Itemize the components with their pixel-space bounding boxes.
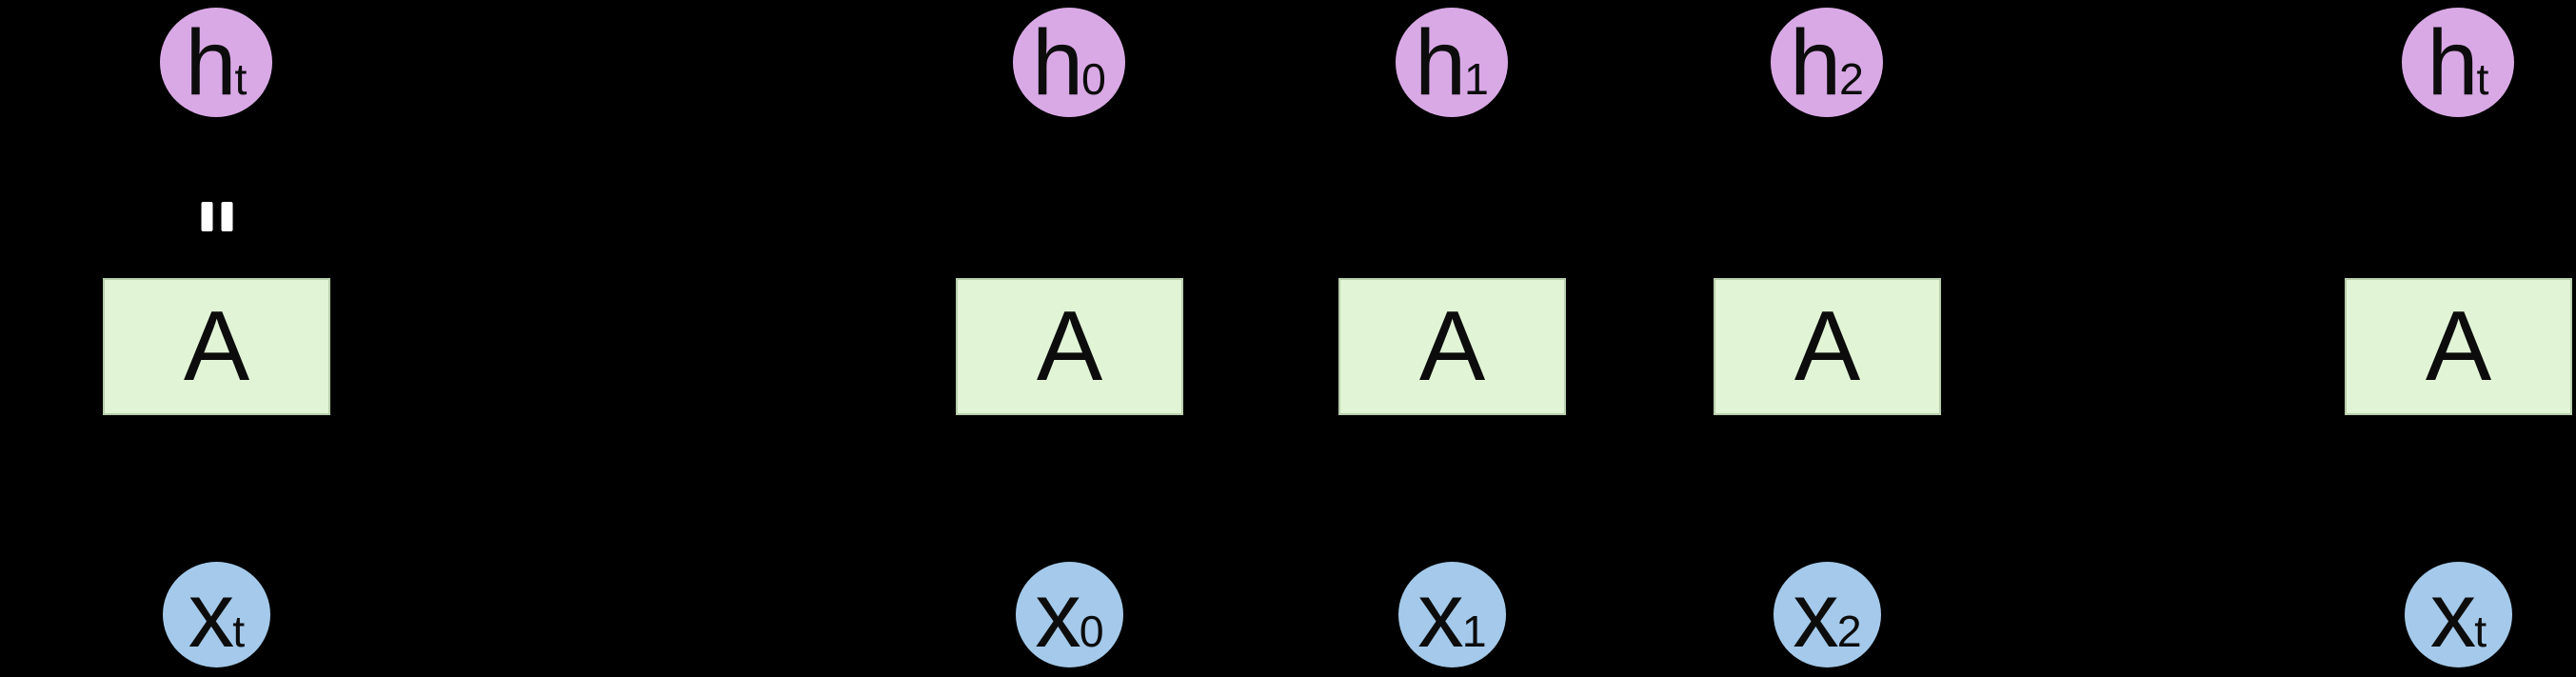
diagram-column-step-2: h2 A x2 bbox=[1714, 0, 1941, 677]
hidden-state-node: h2 bbox=[1771, 8, 1883, 117]
cell-box: A bbox=[956, 278, 1183, 415]
input-label: xt bbox=[188, 563, 246, 667]
hidden-state-label: ht bbox=[2427, 10, 2489, 114]
cell-box: A bbox=[2345, 278, 2572, 415]
input-node: xt bbox=[163, 562, 270, 667]
equals-bar bbox=[221, 202, 232, 231]
input-label: x0 bbox=[1035, 563, 1104, 667]
input-label: x1 bbox=[1417, 563, 1487, 667]
hidden-state-node: ht bbox=[160, 8, 272, 117]
diagram-column-recurrent: ht A xt bbox=[103, 0, 330, 677]
input-node: xt bbox=[2405, 562, 2512, 667]
diagram-column-step-0: h0 A x0 bbox=[956, 0, 1183, 677]
cell-label: A bbox=[1793, 291, 1861, 402]
equals-icon bbox=[201, 202, 232, 231]
diagram-column-step-1: h1 A x1 bbox=[1338, 0, 1566, 677]
hidden-state-label: h0 bbox=[1032, 10, 1106, 114]
cell-label: A bbox=[2425, 291, 2492, 402]
equals-bar bbox=[201, 202, 212, 231]
hidden-state-node: ht bbox=[2402, 8, 2514, 117]
cell-box: A bbox=[1714, 278, 1941, 415]
hidden-state-label: h1 bbox=[1415, 10, 1489, 114]
cell-label: A bbox=[1036, 291, 1103, 402]
input-label: xt bbox=[2429, 563, 2487, 667]
input-node: x2 bbox=[1773, 562, 1881, 667]
hidden-state-node: h0 bbox=[1013, 8, 1125, 117]
hidden-state-node: h1 bbox=[1396, 8, 1508, 117]
hidden-state-label: ht bbox=[185, 10, 248, 114]
input-label: x2 bbox=[1793, 563, 1862, 667]
cell-box: A bbox=[1338, 278, 1566, 415]
diagram-column-step-t: ht A xt bbox=[2345, 0, 2572, 677]
cell-box: A bbox=[103, 278, 330, 415]
cell-label: A bbox=[183, 291, 250, 402]
cell-label: A bbox=[1418, 291, 1486, 402]
input-node: x0 bbox=[1016, 562, 1123, 667]
input-node: x1 bbox=[1398, 562, 1506, 667]
hidden-state-label: h2 bbox=[1790, 10, 1864, 114]
